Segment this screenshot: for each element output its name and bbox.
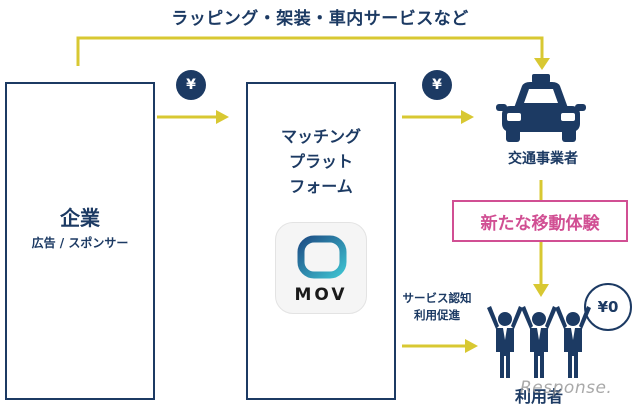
watermark: Response. [520,378,613,398]
app-icon: MOV [275,222,367,314]
platform-title-line3: フォーム [289,177,353,196]
companies-subtitle: 広告 / スポンサー [31,236,129,250]
platform-to-users-arrow [402,339,478,353]
platform-title-line1: マッチング [280,127,361,146]
platform-to-operator-arrow [402,110,474,124]
app-name: MOV [294,285,348,305]
taxi-icon [496,74,586,142]
people-icon [487,306,591,378]
yen-icon: ¥ [176,70,206,100]
awareness-line2: 利用促進 [414,308,460,322]
operators-label: 交通事業者 [508,151,578,167]
platform-title: マッチング プラット フォーム [248,124,394,199]
top-flow-arrow [76,36,550,70]
users-label: 利用者 [514,387,563,406]
experience-to-users-arrow [533,242,549,297]
company-to-platform-arrow [157,110,229,124]
yen-icon: ¥ [422,70,452,100]
companies-title: 企業 [60,206,100,230]
awareness-line1: サービス認知 [402,291,472,305]
companies-box: 企業 広告 / スポンサー [5,82,155,400]
mov-logo-icon [297,235,347,279]
free-price-badge: ¥0 [584,283,632,331]
experience-box: 新たな移動体験 [452,200,628,242]
top-flow-label: ラッピング・架装・車内サービスなど [171,9,469,29]
platform-title-line2: プラット [288,152,353,171]
awareness-note: サービス認知 利用促進 [392,290,482,324]
